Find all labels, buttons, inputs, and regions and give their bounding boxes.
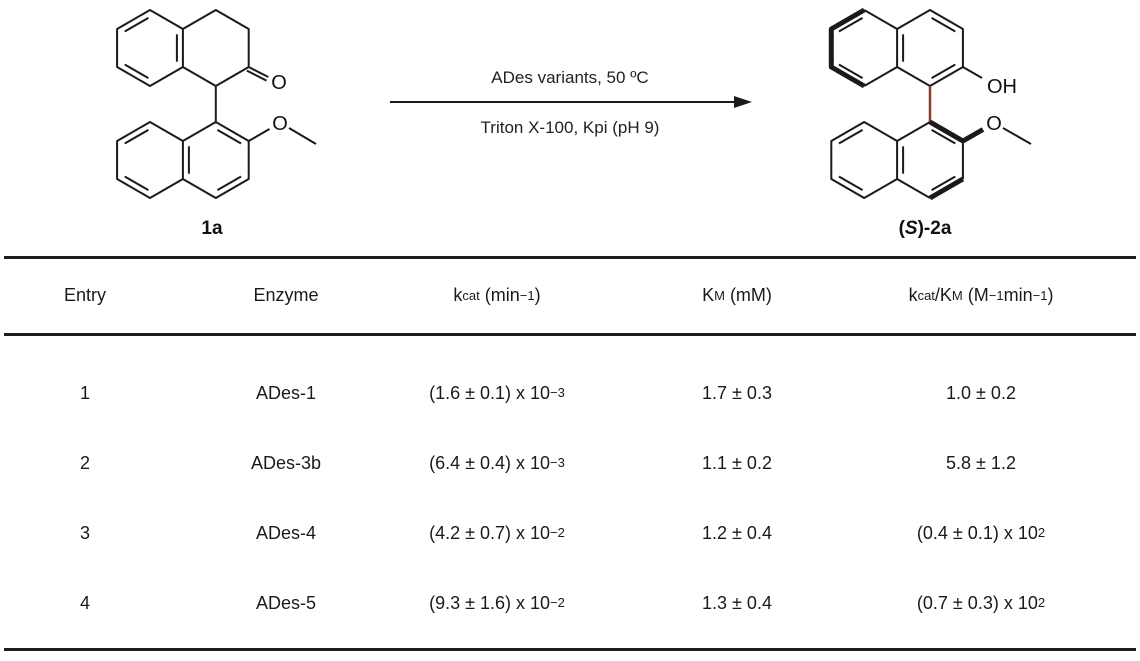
table-body: 1 ADes-1 (1.6 ± 0.1) x 10−3 1.7 ± 0.3 1.… <box>0 358 1080 638</box>
cell-km: 1.1 ± 0.2 <box>702 452 772 473</box>
header-entry: Entry <box>63 285 106 305</box>
product-label: (S)-2a <box>899 218 952 239</box>
header-enzyme: Enzyme <box>253 285 319 305</box>
cell-enzyme: ADes-5 <box>255 592 317 613</box>
cell-entry: 4 <box>79 592 90 613</box>
cell-kcat: (4.2 ± 0.7) x 10−2 <box>429 522 565 543</box>
methoxynaphthalene-rings <box>830 119 965 201</box>
reaction-conditions-top: ADes variants, 50 ºC <box>491 68 649 87</box>
cell-enzyme: ADes-1 <box>255 382 317 403</box>
table-top-rule <box>4 256 1136 259</box>
cell-enzyme: ADes-3b <box>250 452 322 473</box>
cell-entry: 2 <box>79 452 90 473</box>
cell-kcat: (1.6 ± 0.1) x 10−3 <box>429 382 565 403</box>
product-structure: OH O (S)-2a <box>810 0 1140 255</box>
ketone-oxygen-label: O <box>271 72 287 94</box>
hydroxyl-label: OH <box>987 76 1017 98</box>
cell-km: 1.3 ± 0.4 <box>702 592 772 613</box>
methoxy-oxygen-label: O <box>272 113 288 135</box>
table-header-rule <box>4 333 1136 336</box>
substrate-label: 1a <box>201 218 223 239</box>
tetralone-ketone-ring <box>182 9 269 87</box>
cell-km: 1.7 ± 0.3 <box>702 382 772 403</box>
methoxy-group <box>248 127 317 145</box>
cell-entry: 1 <box>79 382 90 403</box>
cell-eff: 1.0 ± 0.2 <box>946 382 1016 403</box>
cell-eff: 5.8 ± 1.2 <box>946 452 1016 473</box>
cell-kcat: (9.3 ± 1.6) x 10−2 <box>429 592 565 613</box>
cell-kcat: (6.4 ± 0.4) x 10−3 <box>429 452 565 473</box>
methoxy-oxygen-label: O <box>986 113 1002 135</box>
bold-stereo-bonds-top <box>828 7 866 89</box>
cell-enzyme: ADes-4 <box>255 522 317 543</box>
bold-stereo-bond-c3c4 <box>928 176 965 201</box>
methoxy-group <box>961 127 1032 145</box>
reaction-arrow-icon <box>390 101 738 104</box>
bold-stereo-bond-c1c2 <box>928 119 965 144</box>
substrate-structure: O O 1a <box>90 0 350 255</box>
hydroxyl-bond <box>962 66 983 79</box>
naphthol-rings <box>828 7 964 89</box>
cell-km: 1.2 ± 0.4 <box>702 522 772 543</box>
reaction-arrow-head-icon <box>734 95 752 108</box>
cell-entry: 3 <box>79 522 90 543</box>
carbonyl-bond <box>248 66 269 78</box>
methoxynaphthalene-rings <box>116 121 250 199</box>
table-bottom-rule <box>4 648 1136 651</box>
reaction-conditions-bottom: Triton X-100, Kpi (pH 9) <box>480 118 660 137</box>
tetralone-benzo-ring <box>116 9 184 87</box>
